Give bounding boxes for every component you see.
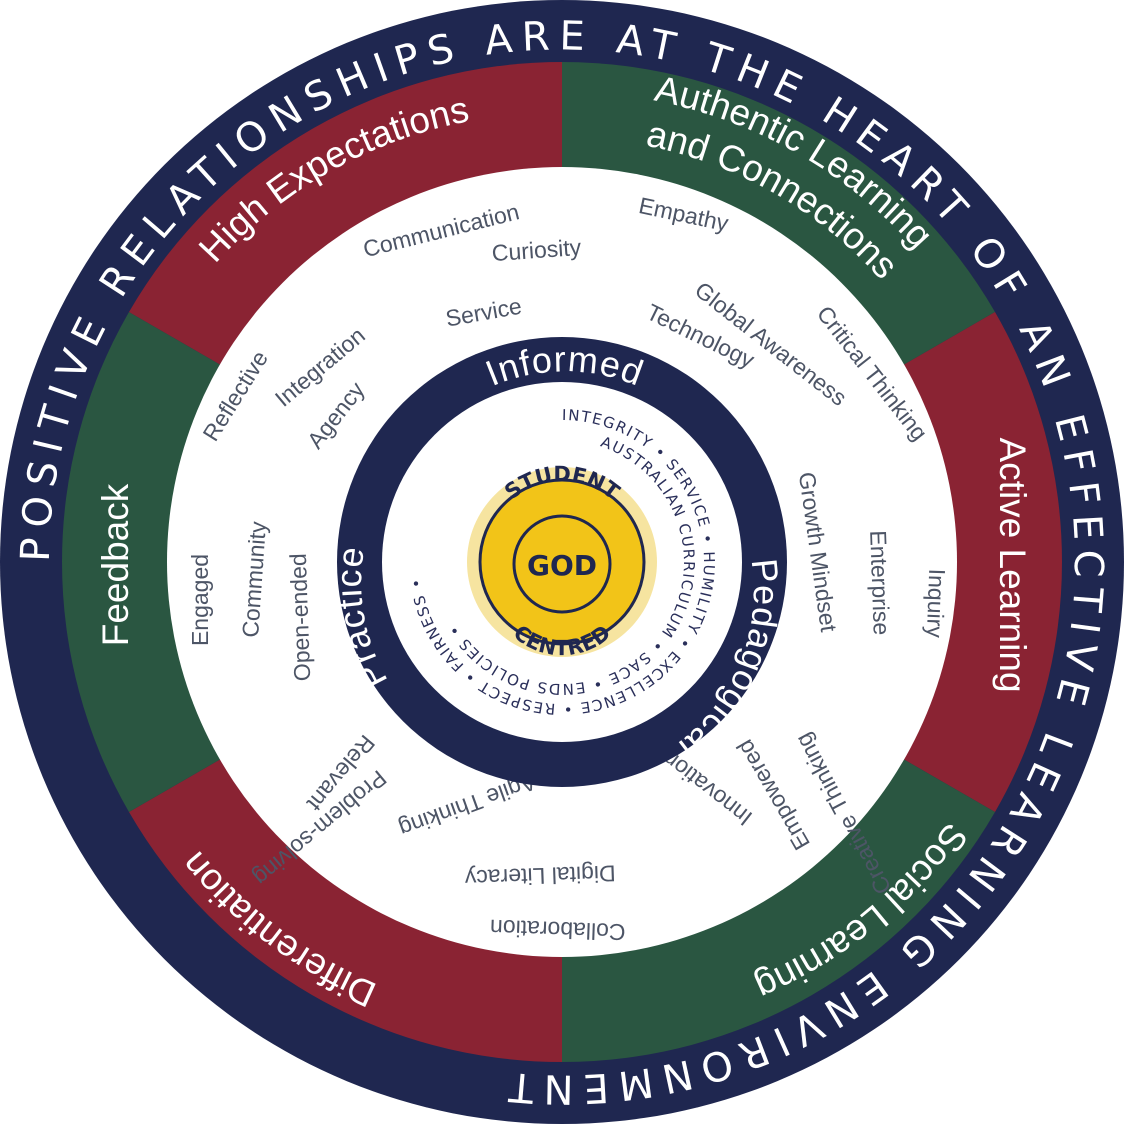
segment-label-active-learning: Active Learning xyxy=(992,437,1033,692)
core-center-text: GOD xyxy=(527,549,597,582)
word-curiosity: Curiosity xyxy=(491,234,583,266)
word-enterprise: Enterprise xyxy=(865,530,895,636)
word-open-ended: Open-ended xyxy=(285,553,315,682)
segment-label-feedback: Feedback xyxy=(95,483,136,646)
word-digital-literacy: Digital Literacy xyxy=(464,860,616,891)
word-collaboration: Collaboration xyxy=(490,915,626,946)
word-engaged: Engaged xyxy=(187,554,213,646)
word-inquiry: Inquiry xyxy=(922,568,950,638)
core-center-ring xyxy=(512,514,612,614)
